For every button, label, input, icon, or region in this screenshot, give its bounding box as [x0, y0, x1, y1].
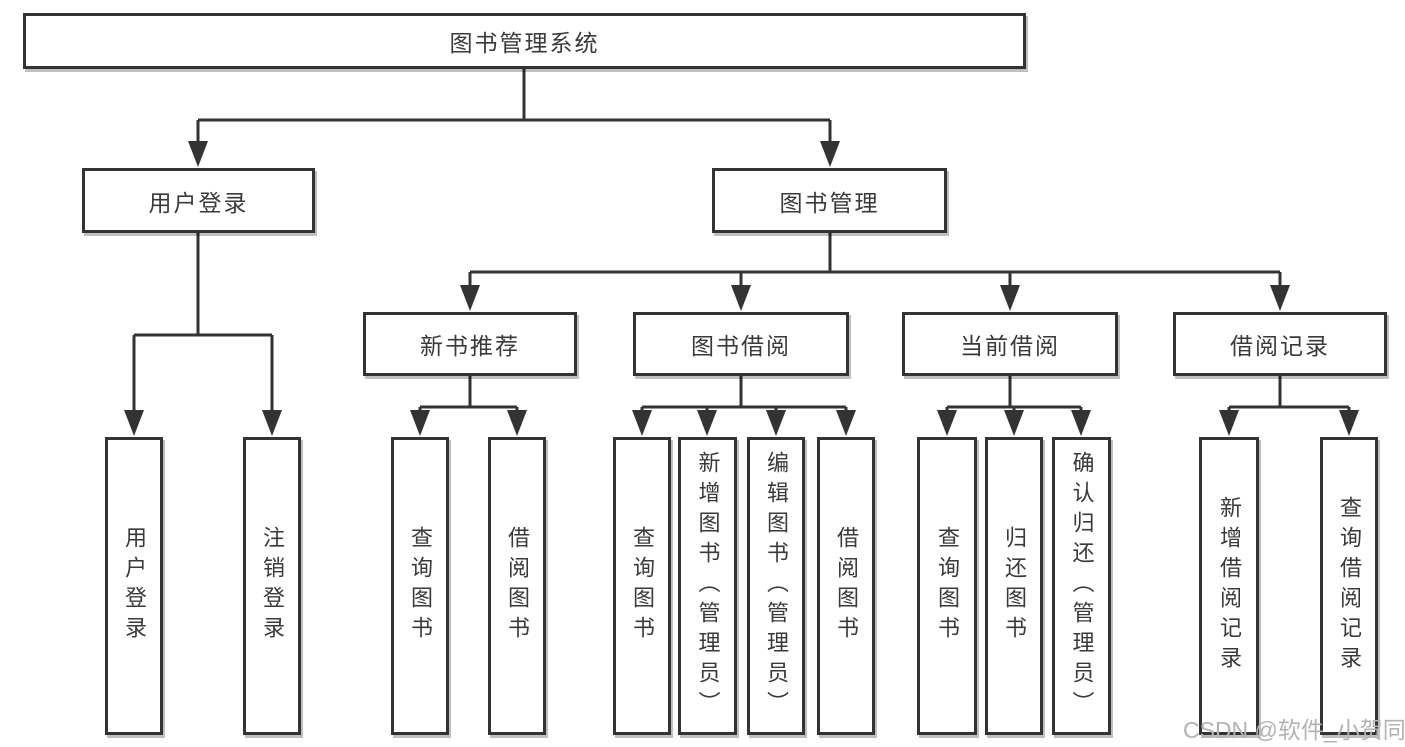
node-book-management: 图书管理 — [712, 168, 947, 233]
node-book-borrowing: 图书借阅 — [633, 312, 849, 376]
leaf-confirm-return-admin: 确认归还（管理员） — [1052, 437, 1111, 735]
node-user-login: 用户登录 — [82, 168, 315, 233]
leaf-label: 借阅图书 — [834, 526, 859, 646]
leaf-add-borrow-record: 新增借阅记录 — [1199, 437, 1259, 735]
leaf-label: 归还图书 — [1002, 526, 1027, 646]
leaf-return-books: 归还图书 — [985, 437, 1043, 735]
leaf-label: 借阅图书 — [505, 526, 530, 646]
node-label: 新书推荐 — [420, 333, 520, 359]
leaf-label: 查询图书 — [630, 526, 655, 646]
leaf-label: 新增图书（管理员） — [695, 451, 721, 721]
leaf-label: 确认归还（管理员） — [1069, 451, 1095, 721]
node-label: 图书借阅 — [691, 333, 791, 359]
leaf-label: 查询图书 — [935, 526, 960, 646]
leaf-label: 查询图书 — [408, 526, 433, 646]
node-new-book-recommendation: 新书推荐 — [363, 312, 577, 376]
leaf-label: 查询借阅记录 — [1337, 496, 1362, 676]
leaf-user-login: 用户登录 — [105, 437, 163, 735]
leaf-label: 新增借阅记录 — [1217, 496, 1242, 676]
leaf-query-books-recommend: 查询图书 — [391, 437, 449, 735]
leaf-edit-books-admin: 编辑图书（管理员） — [747, 437, 805, 735]
leaf-query-borrow-record: 查询借阅记录 — [1320, 437, 1378, 735]
arrowheads — [124, 141, 1359, 436]
leaf-borrow-books-recommend: 借阅图书 — [488, 437, 546, 735]
node-library-management-system: 图书管理系统 — [23, 13, 1026, 69]
node-borrowing-records: 借阅记录 — [1173, 312, 1387, 376]
node-current-borrowing: 当前借阅 — [902, 312, 1118, 376]
leaf-add-books-admin: 新增图书（管理员） — [678, 437, 737, 735]
leaf-label: 用户登录 — [122, 526, 147, 646]
leaf-label: 编辑图书（管理员） — [764, 451, 789, 721]
leaf-query-books-borrowing: 查询图书 — [613, 437, 671, 735]
leaf-query-books-current: 查询图书 — [917, 437, 977, 735]
leaf-logout: 注销登录 — [243, 437, 301, 735]
csdn-watermark: CSDN @软件_小贺同学 — [1183, 717, 1405, 743]
node-label: 用户登录 — [148, 189, 249, 216]
leaf-borrow-books-borrowing: 借阅图书 — [817, 437, 875, 735]
node-label: 借阅记录 — [1230, 333, 1330, 359]
node-label: 当前借阅 — [960, 333, 1060, 359]
node-label: 图书管理 — [779, 189, 880, 216]
node-label: 图书管理系统 — [449, 30, 600, 56]
leaf-label: 注销登录 — [260, 526, 285, 646]
